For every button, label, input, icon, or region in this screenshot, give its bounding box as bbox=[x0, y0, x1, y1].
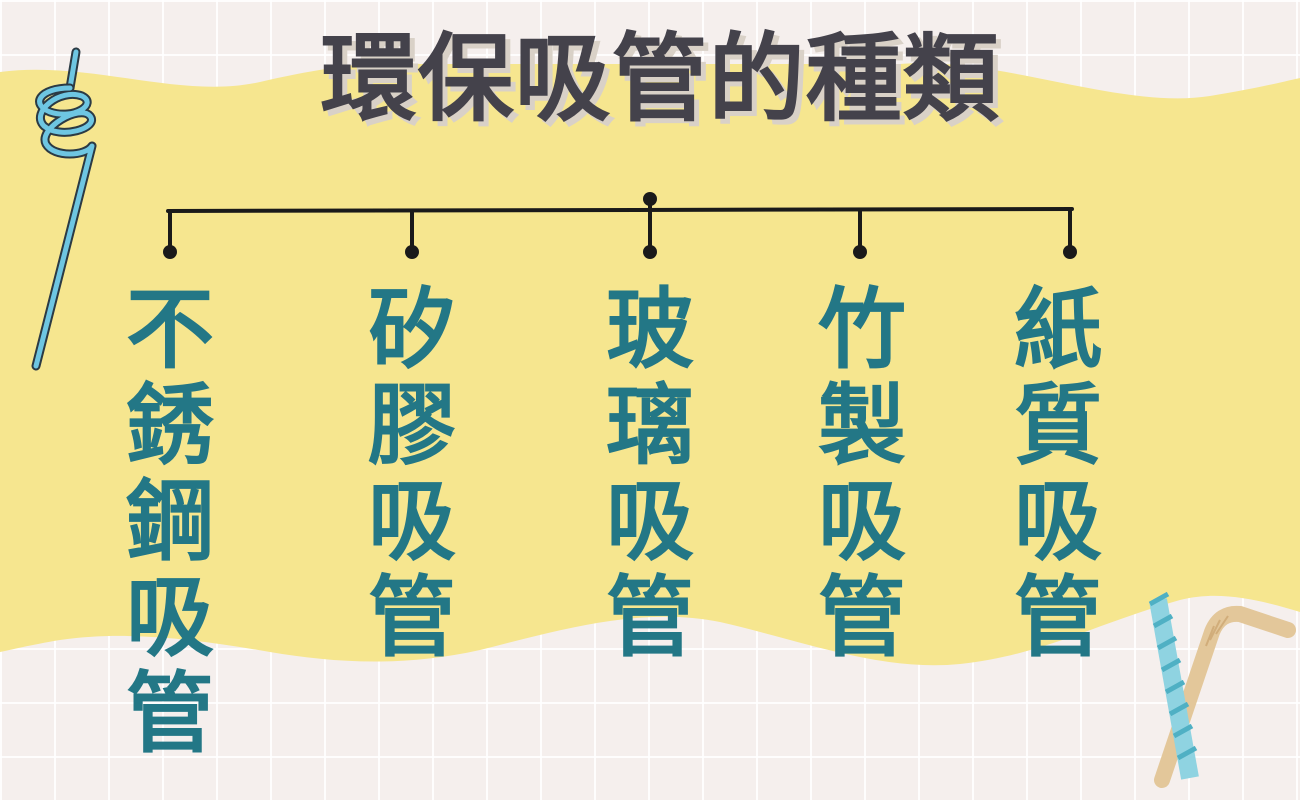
category-char: 管 bbox=[1013, 566, 1102, 669]
category-char: 質 bbox=[1013, 374, 1102, 477]
category-char: 製 bbox=[817, 374, 906, 477]
category-char: 璃 bbox=[605, 374, 694, 477]
category-char: 鋼 bbox=[125, 470, 214, 573]
branch-node-5 bbox=[1063, 245, 1077, 259]
diagram-title: 環保吸管的種類 bbox=[320, 23, 1000, 135]
category-glass: 玻 璃 吸 管 bbox=[600, 282, 700, 666]
category-char: 吸 bbox=[1013, 470, 1102, 573]
category-char: 吸 bbox=[367, 470, 456, 573]
category-char: 膠 bbox=[367, 374, 456, 477]
category-char: 竹 bbox=[817, 278, 906, 381]
category-bamboo: 竹 製 吸 管 bbox=[812, 282, 912, 666]
yellow-wave-shape bbox=[0, 62, 1300, 666]
branch-node-2 bbox=[405, 245, 419, 259]
category-char: 吸 bbox=[605, 470, 694, 573]
category-char: 銹 bbox=[125, 374, 214, 477]
category-char: 矽 bbox=[367, 278, 456, 381]
category-char: 管 bbox=[367, 566, 456, 669]
category-stainless-steel: 不 銹 鋼 吸 管 bbox=[120, 282, 220, 762]
bent-straw-icon bbox=[1154, 605, 1296, 788]
horizontal-branch bbox=[166, 207, 1074, 213]
category-char: 不 bbox=[125, 278, 214, 381]
branch-node-4 bbox=[853, 245, 867, 259]
category-silicone: 矽 膠 吸 管 bbox=[362, 282, 462, 666]
striped-straw-icon bbox=[1148, 591, 1199, 780]
branch-node-3 bbox=[643, 245, 657, 259]
category-paper: 紙 質 吸 管 bbox=[1008, 282, 1108, 666]
category-char: 管 bbox=[817, 566, 906, 669]
branch-node-1 bbox=[163, 245, 177, 259]
category-char: 吸 bbox=[817, 470, 906, 573]
category-char: 玻 bbox=[605, 278, 694, 381]
category-char: 管 bbox=[605, 566, 694, 669]
category-char: 吸 bbox=[125, 566, 214, 669]
category-char: 紙 bbox=[1013, 278, 1102, 381]
spiral-straw-icon bbox=[31, 47, 97, 371]
category-char: 管 bbox=[125, 662, 214, 765]
